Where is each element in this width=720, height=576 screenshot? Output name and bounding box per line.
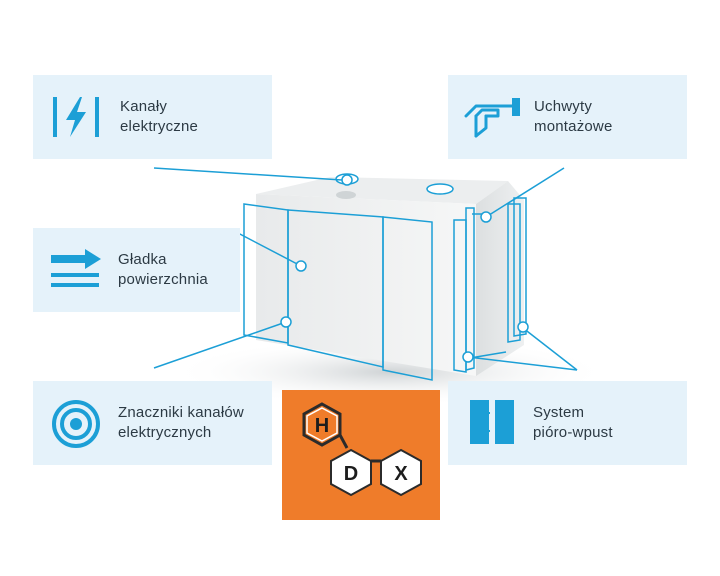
lightning-icon: [53, 97, 99, 137]
feature-label: Uchwyty montażowe: [534, 98, 613, 135]
channel-hole-shade: [336, 191, 356, 199]
target-rings-icon: [52, 400, 100, 448]
feature-label: System pióro-wpust: [533, 404, 613, 441]
feature-card-channel-markers: Znaczniki kanałów elektrycznych: [33, 381, 272, 465]
marker-dots: [280, 174, 529, 363]
feature-label: Znaczniki kanałów elektrycznych: [118, 404, 244, 441]
leader-lines: [153, 167, 578, 371]
channel-hole: [426, 183, 454, 195]
block-front-face: [256, 194, 476, 376]
feature-card-mounting-holders: Uchwyty montażowe: [448, 75, 687, 159]
tongue-groove-icon: [470, 400, 514, 444]
logo-letter-h: H: [315, 415, 329, 437]
feature-card-electrical-channels: Kanały elektryczne: [33, 75, 272, 159]
logo-letter-x: X: [394, 463, 408, 485]
hex-h: [302, 402, 342, 447]
mounting-hand-icon: [464, 98, 520, 138]
block-side-face: [476, 181, 524, 376]
smooth-surface-arrow-icon: [51, 249, 101, 287]
feature-card-smooth-surface: Gładka powierzchnia: [33, 228, 240, 312]
hdx-logo: H D X: [282, 390, 440, 520]
feature-card-tongue-groove: System pióro-wpust: [448, 381, 687, 465]
feature-label: Kanały elektryczne: [120, 98, 199, 135]
feature-label: Gładka powierzchnia: [118, 251, 208, 288]
logo-letter-d: D: [344, 463, 358, 485]
